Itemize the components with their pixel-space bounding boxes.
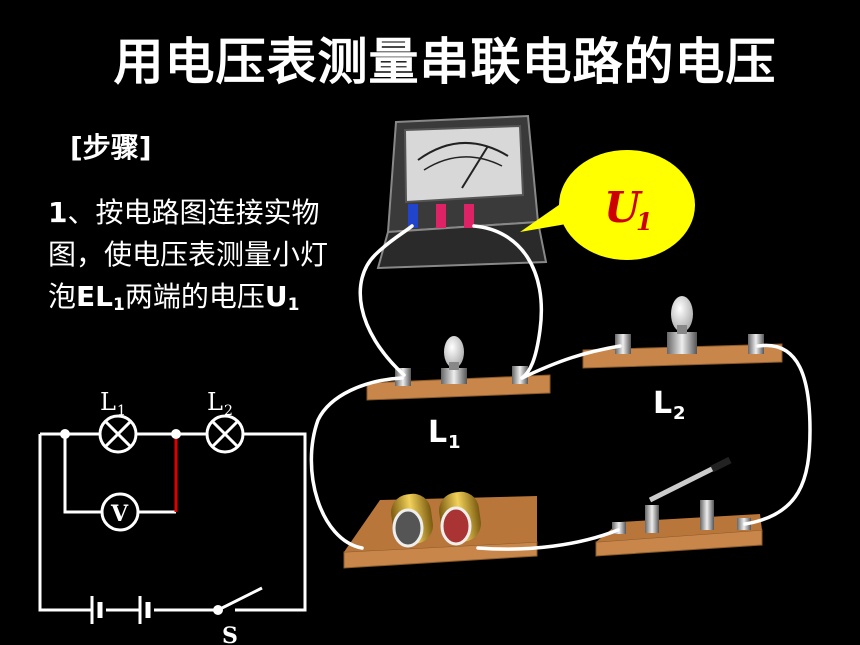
switch-label: S (222, 623, 238, 645)
lamp2-sub: 2 (224, 403, 233, 419)
callout-sub: 1 (636, 207, 653, 236)
page-title: 用电压表测量串联电路的电压 (113, 33, 777, 91)
lamp1-symbol (98, 414, 138, 454)
step-1-u-sub: 1 (287, 295, 300, 315)
battery-holder (343, 491, 538, 569)
board1-label: L (428, 415, 447, 450)
lamp2-label: L (207, 388, 223, 416)
lamp2-board (582, 296, 783, 369)
switch-blade (217, 586, 263, 612)
u1-callout: U 1 (520, 150, 695, 260)
knife-switch (595, 456, 763, 557)
step-1-text-b: 两端的电压 (124, 280, 265, 313)
lamp1-sub: 1 (117, 403, 126, 419)
schematic-nodes (60, 429, 223, 615)
steps-heading: [步骤] (70, 131, 152, 164)
circuit-schematic (38, 414, 307, 624)
voltmeter-symbol (100, 492, 140, 532)
step-1-el-sub: 1 (112, 295, 125, 315)
schematic-wire (40, 432, 307, 612)
callout-symbol: U (604, 183, 643, 232)
schematic-wire (63, 434, 176, 514)
board2-sub: 2 (673, 403, 686, 424)
voltmeter-device (376, 114, 548, 270)
meter-label: V (110, 501, 129, 527)
step-1-el: EL (76, 280, 113, 313)
schematic-wire (38, 434, 215, 612)
step-1-text-a: 、按电路图连接实物图，使电压表测量小灯泡 (48, 196, 329, 313)
lamp2-symbol (205, 414, 245, 454)
step-1-number: 1 (48, 196, 68, 229)
lamp1-board (366, 336, 551, 401)
lamp1-label: L (100, 388, 116, 416)
step-1-u: U (264, 280, 288, 313)
board1-sub: 1 (448, 432, 461, 453)
step-1-text: 1、按电路图连接实物图，使电压表测量小灯泡EL1两端的电压U1 (48, 192, 353, 326)
apparatus-wires (309, 224, 812, 551)
board2-label: L (653, 386, 672, 421)
